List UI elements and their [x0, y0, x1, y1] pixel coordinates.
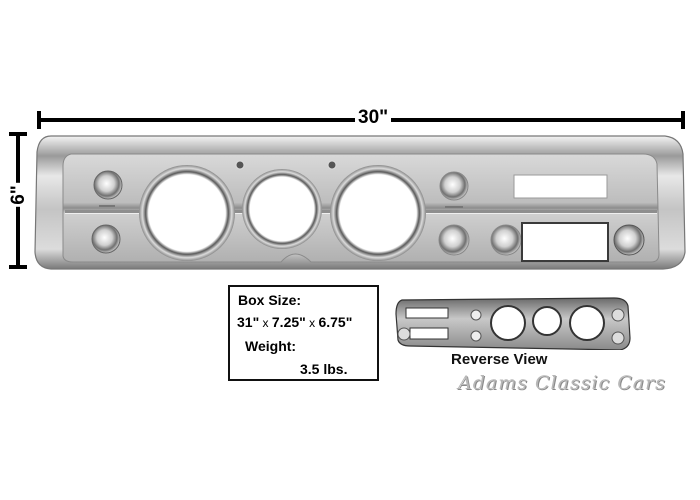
- width-dimension: 30": [37, 107, 685, 129]
- weight-value: 3.5 lbs.: [300, 361, 348, 377]
- shipping-info-box: Box Size: 31" x 7.25" x 6.75" Weight: 3.…: [228, 285, 379, 381]
- dash-bezel-reverse-image: [395, 297, 631, 350]
- box-size-separator: x: [259, 316, 272, 330]
- box-size-height: 6.75": [318, 314, 353, 330]
- height-dimension: 6": [7, 132, 30, 269]
- height-dimension-label: 6": [7, 183, 30, 207]
- box-size-length: 31": [237, 314, 260, 330]
- watermark-logo: Adams Classic Cars: [458, 372, 666, 394]
- width-dimension-label: 30": [355, 107, 392, 129]
- box-size-label: Box Size:: [238, 292, 302, 308]
- width-dimension-right-cap: [681, 111, 685, 129]
- weight-label: Weight:: [245, 338, 297, 354]
- box-size-width: 7.25": [271, 314, 306, 330]
- box-size-value: 31" x 7.25" x 6.75": [237, 314, 352, 330]
- dash-bezel-front-image: [34, 135, 686, 270]
- box-size-separator: x: [305, 316, 319, 330]
- height-dimension-bottom-cap: [9, 265, 27, 269]
- reverse-view-label: Reverse View: [451, 351, 548, 368]
